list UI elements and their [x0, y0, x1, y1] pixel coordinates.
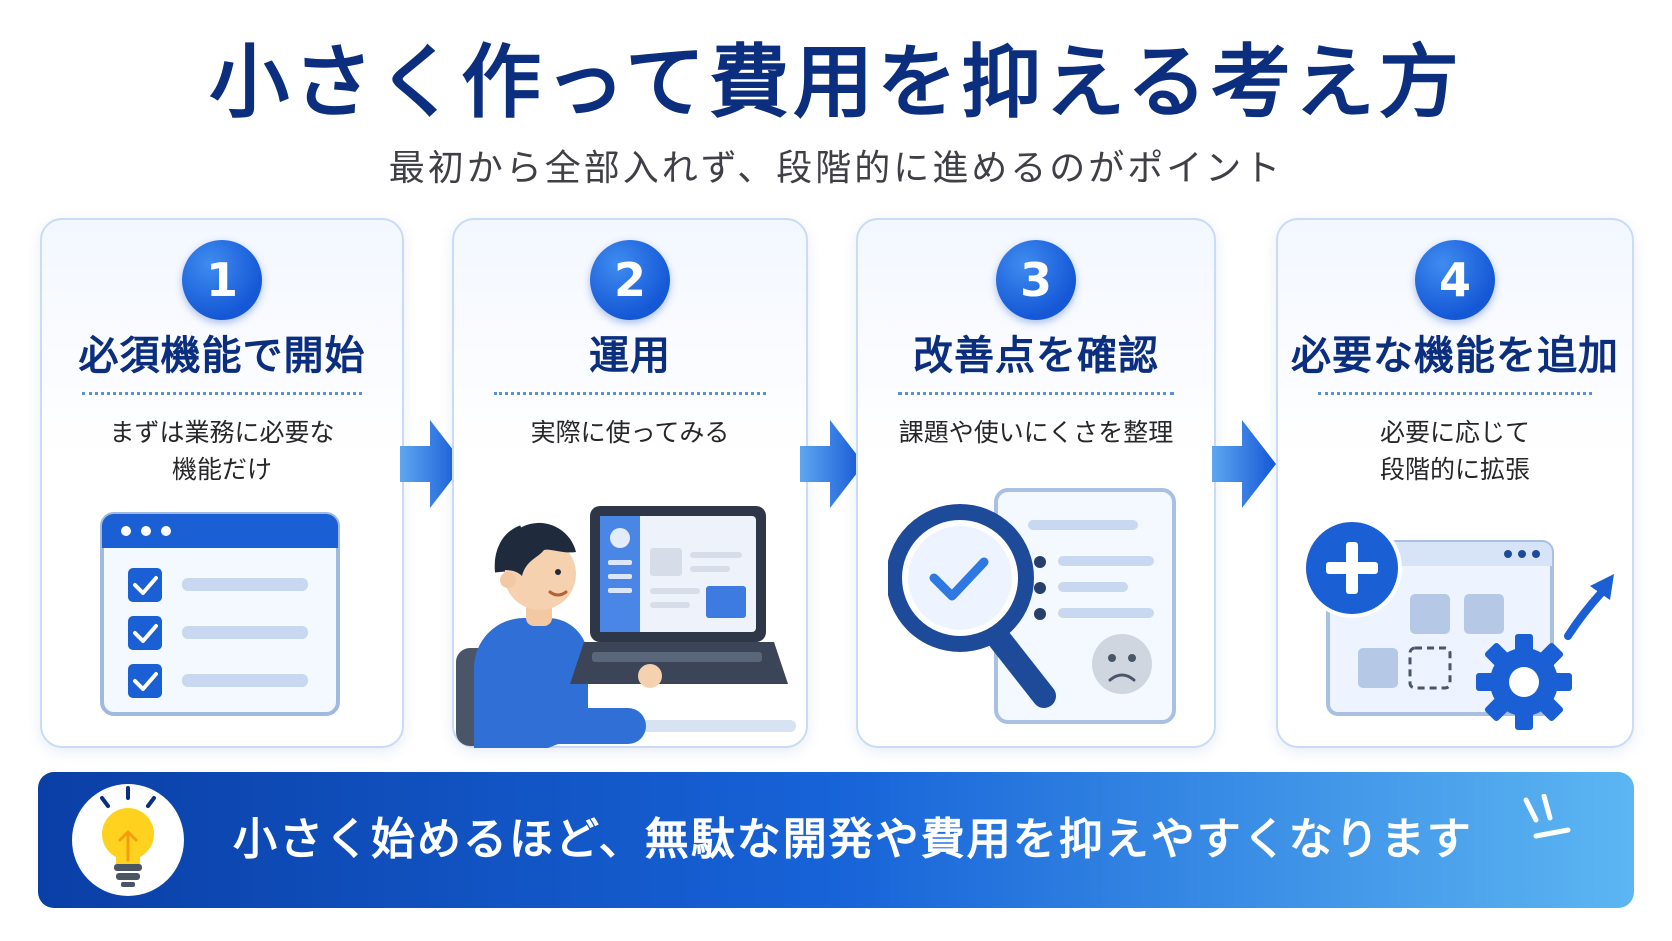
step-description: まずは業務に必要な 機能だけ — [109, 418, 335, 484]
step-number-badge: 1 — [182, 240, 262, 320]
add-feature-window-icon — [1302, 518, 1614, 730]
lightbulb-badge — [72, 784, 184, 896]
step-number-badge: 3 — [996, 240, 1076, 320]
step-number-badge: 2 — [590, 240, 670, 320]
dotted-divider — [1318, 392, 1592, 395]
step-title: 改善点を確認 — [913, 333, 1159, 379]
arrow-right-icon — [400, 420, 464, 508]
person-at-computer-icon — [456, 506, 796, 748]
dotted-divider — [82, 392, 362, 395]
step-description: 課題や使いにくさを整理 — [898, 418, 1174, 447]
step-description: 必要に応じて 段階的に拡張 — [1379, 418, 1530, 484]
step-card-1: 1 必須機能で開始 まずは業務に必要な 機能だけ — [40, 218, 404, 748]
step-title: 運用 — [589, 333, 671, 379]
arrow-right-icon — [1212, 420, 1276, 508]
magnifier-checklist-icon — [888, 488, 1176, 724]
dotted-divider — [898, 392, 1174, 395]
step-description: 実際に使ってみる — [530, 418, 730, 447]
summary-banner: 小さく始めるほど、無駄な開発や費用を抑えやすくなります — [38, 772, 1634, 908]
step-card-3: 3 改善点を確認 課題や使いにくさを整理 — [856, 218, 1216, 748]
page-subtitle: 最初から全部入れず、段階的に進めるのがポイント — [388, 148, 1284, 189]
step-number-badge: 4 — [1415, 240, 1495, 320]
lightbulb-icon — [100, 786, 156, 887]
checklist-window-icon — [100, 512, 340, 716]
step-title: 必要な機能を追加 — [1291, 333, 1619, 379]
step-card-2: 2 運用 実際に使ってみる — [452, 218, 808, 748]
summary-text: 小さく始めるほど、無駄な開発や費用を抑えやすくなります — [233, 814, 1473, 865]
sparkle-lines-icon — [1523, 794, 1571, 839]
step-title: 必須機能で開始 — [78, 333, 366, 379]
page-title: 小さく作って費用を抑える考え方 — [209, 36, 1463, 129]
arrow-right-icon — [800, 420, 864, 508]
dotted-divider — [494, 392, 766, 395]
step-card-4: 4 必要な機能を追加 必要に応じて 段階的に拡張 — [1276, 218, 1634, 748]
